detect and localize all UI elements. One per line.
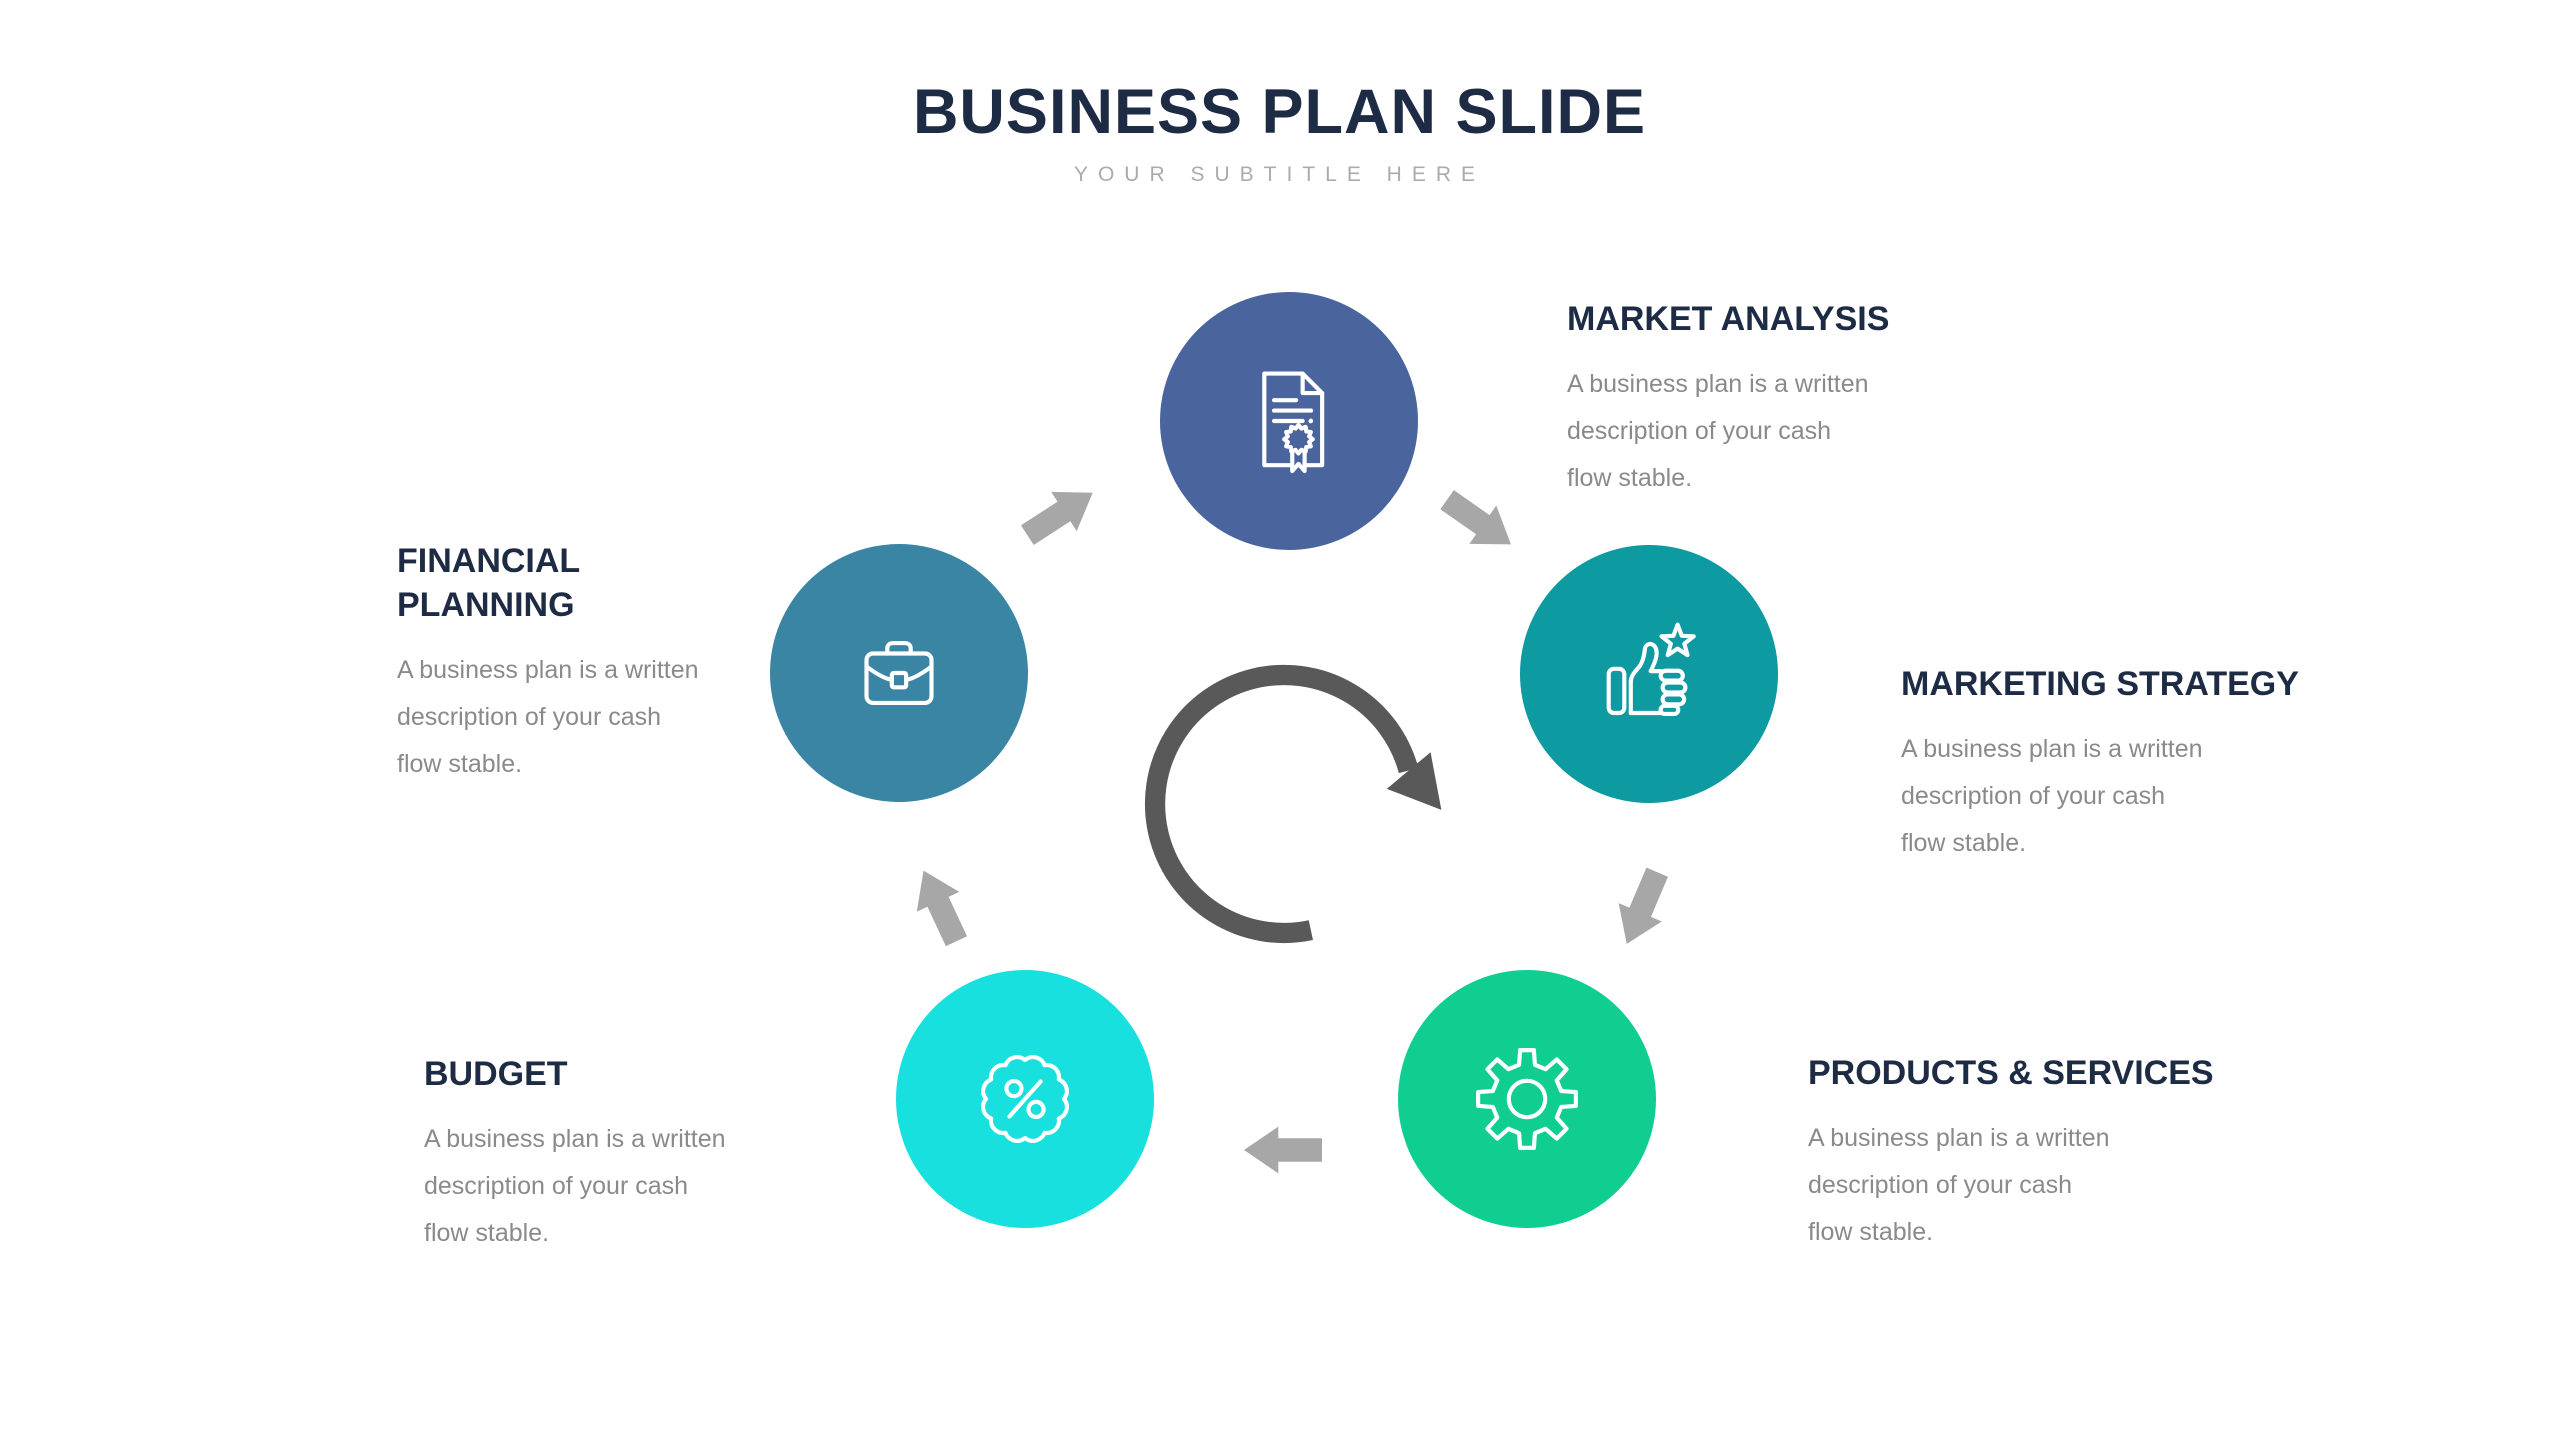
item-description: A business plan is a written description… [1901,735,2203,857]
products-services-section: PRODUCTS & SERVICES A business plan is a… [1808,1051,2214,1256]
cycle-arrow-icon [1144,664,1442,944]
item-heading: FINANCIAL PLANNING [397,542,580,624]
products-services-circle [1398,970,1656,1228]
certificate-icon [1262,371,1325,474]
item-description: A business plan is a written description… [1808,1124,2110,1246]
item-description: A business plan is a written description… [424,1125,726,1247]
arrow-market-to-marketing-icon [1440,490,1511,545]
thumbs-up-star-icon [1606,622,1696,716]
item-description: A business plan is a written description… [397,656,699,778]
item-heading: PRODUCTS & SERVICES [1808,1054,2214,1092]
gear-icon [1476,1048,1578,1150]
briefcase-icon [864,641,934,705]
item-heading: BUDGET [424,1055,568,1093]
item-heading: MARKETING STRATEGY [1901,665,2299,703]
percent-badge-icon [981,1055,1069,1143]
arrow-financial-to-market-icon [1020,491,1093,546]
arrow-marketing-to-products-icon [1618,867,1669,944]
market-analysis-circle [1160,292,1418,550]
budget-section: BUDGET A business plan is a written desc… [424,1052,726,1257]
financial-planning-section: FINANCIAL PLANNING A business plan is a … [397,539,699,788]
arrow-budget-to-financial-icon [916,870,968,947]
page-title: BUSINESS PLAN SLIDE [912,77,1647,147]
market-analysis-section: MARKET ANALYSIS A business plan is a wri… [1567,297,1889,502]
marketing-strategy-circle [1520,545,1778,803]
budget-circle [896,970,1154,1228]
arrow-products-to-budget-icon [1244,1126,1322,1174]
marketing-strategy-section: MARKETING STRATEGY A business plan is a … [1901,662,2299,867]
item-heading: MARKET ANALYSIS [1567,300,1890,338]
page-subtitle: YOUR SUBTITLE HERE [1073,163,1486,186]
financial-planning-circle [770,544,1028,802]
item-description: A business plan is a written description… [1567,370,1869,492]
